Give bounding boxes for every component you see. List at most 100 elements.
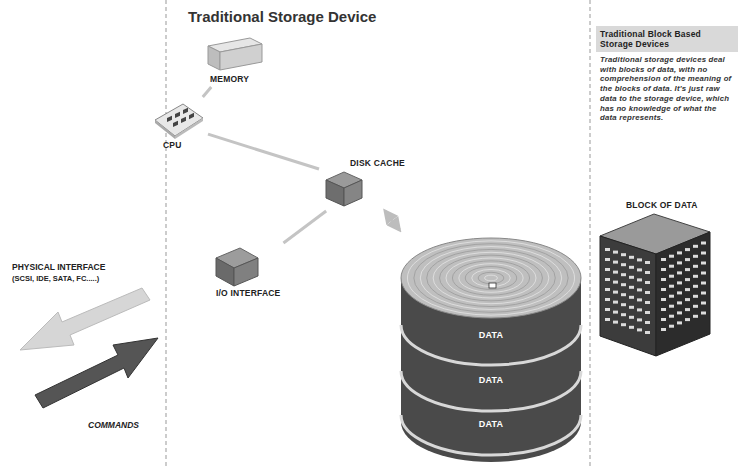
drawing-part xyxy=(677,291,682,294)
divider-line xyxy=(166,0,167,468)
drawing-part xyxy=(685,278,690,281)
connector-line xyxy=(208,134,319,169)
drawing-part xyxy=(326,180,344,206)
drawing-part xyxy=(629,326,634,329)
drawing-part xyxy=(685,268,690,271)
drawing-part xyxy=(685,248,690,251)
component-label: DISK CACHE xyxy=(322,158,405,168)
drawing-part xyxy=(661,308,666,311)
drawing-part xyxy=(629,296,634,299)
drawing-part xyxy=(175,112,180,118)
callout-heading: Traditional Block Based Storage Devices xyxy=(596,26,738,52)
drawing-part xyxy=(452,261,529,295)
drawing-part xyxy=(605,258,610,261)
drawing-part xyxy=(661,318,666,321)
drawing-part xyxy=(685,288,690,291)
drawing-part xyxy=(613,301,618,304)
drawing-part xyxy=(167,116,172,122)
drawing-part xyxy=(677,281,682,284)
divider-line xyxy=(590,0,591,468)
drawing-part xyxy=(701,252,706,255)
drawing-part xyxy=(693,305,698,308)
io-icon xyxy=(212,244,262,288)
interface-arrow xyxy=(20,288,150,350)
drawing-part xyxy=(661,328,666,331)
drawing-part xyxy=(669,255,674,258)
disk-stack-icon xyxy=(398,233,584,465)
drawing-part xyxy=(155,104,203,136)
command-arrow xyxy=(35,338,158,408)
drawing-part xyxy=(629,316,634,319)
drawing-part xyxy=(685,308,690,311)
drawing-part xyxy=(693,265,698,268)
drawing-part xyxy=(637,288,642,291)
drawing-part xyxy=(701,292,706,295)
drawing-part xyxy=(677,261,682,264)
drawing-part xyxy=(175,118,203,139)
data-block-icon xyxy=(596,210,714,360)
drawing-part xyxy=(645,301,650,304)
drawing-part xyxy=(693,275,698,278)
drawing-part xyxy=(645,291,650,294)
disk-stack: DATADATADATA xyxy=(398,233,584,465)
platter-label: DATA xyxy=(398,330,584,340)
drawing-part xyxy=(446,258,536,298)
drawing-part xyxy=(637,328,642,331)
drawing-part xyxy=(677,251,682,254)
drawing-part xyxy=(629,276,634,279)
drawing-part xyxy=(613,291,618,294)
drawing-part xyxy=(693,245,698,248)
drawing-part xyxy=(669,285,674,288)
component-node: CPU xyxy=(153,100,205,150)
diagram-title: Traditional Storage Device xyxy=(188,8,376,25)
interface-types: (SCSI, IDE, SATA, FC.....) xyxy=(12,274,99,283)
commands-label: COMMANDS xyxy=(88,420,139,430)
connector-line xyxy=(385,211,400,230)
drawing-part xyxy=(605,308,610,311)
drawing-part xyxy=(701,262,706,265)
drawing-part xyxy=(701,302,706,305)
drawing-part xyxy=(661,278,666,281)
drawing-part xyxy=(669,315,674,318)
drawing-part xyxy=(637,308,642,311)
drawing-part xyxy=(645,271,650,274)
drawing-part xyxy=(656,232,710,356)
drawing-part xyxy=(181,117,186,123)
drawing-part xyxy=(600,236,656,356)
drawing-part xyxy=(605,268,610,271)
drawing-part xyxy=(605,288,610,291)
component-node: BLOCK OF DATA xyxy=(596,200,714,360)
drawing-part xyxy=(685,298,690,301)
drawing-part xyxy=(208,46,220,70)
drawing-part xyxy=(433,252,549,303)
drawing-part xyxy=(613,321,618,324)
component-label: CPU xyxy=(153,140,205,150)
connector-line xyxy=(203,87,211,97)
drawing-part xyxy=(685,258,690,261)
drawing-part xyxy=(234,258,258,286)
drawing-part xyxy=(661,268,666,271)
drawing-part xyxy=(645,321,650,324)
drawing-part xyxy=(465,267,516,290)
drawing-part xyxy=(693,255,698,258)
drawing-part xyxy=(685,318,690,321)
drawing-part xyxy=(621,263,626,266)
drawing-part xyxy=(701,242,706,245)
drawing-part xyxy=(344,180,362,206)
drawing-part xyxy=(605,318,610,321)
drawing-part xyxy=(637,268,642,271)
drawing-part xyxy=(661,258,666,261)
drawing-part xyxy=(605,298,610,301)
drawing-part xyxy=(621,323,626,326)
component-node: I/O INTERFACE xyxy=(212,244,280,298)
drawing-part xyxy=(677,311,682,314)
drawing-part xyxy=(478,272,504,283)
cpu-icon xyxy=(153,100,205,140)
drawing-part xyxy=(613,271,618,274)
drawing-part xyxy=(621,303,626,306)
component-label: I/O INTERFACE xyxy=(212,288,280,298)
drawing-part xyxy=(637,298,642,301)
drawing-part xyxy=(645,281,650,284)
component-label: MEMORY xyxy=(204,74,266,84)
